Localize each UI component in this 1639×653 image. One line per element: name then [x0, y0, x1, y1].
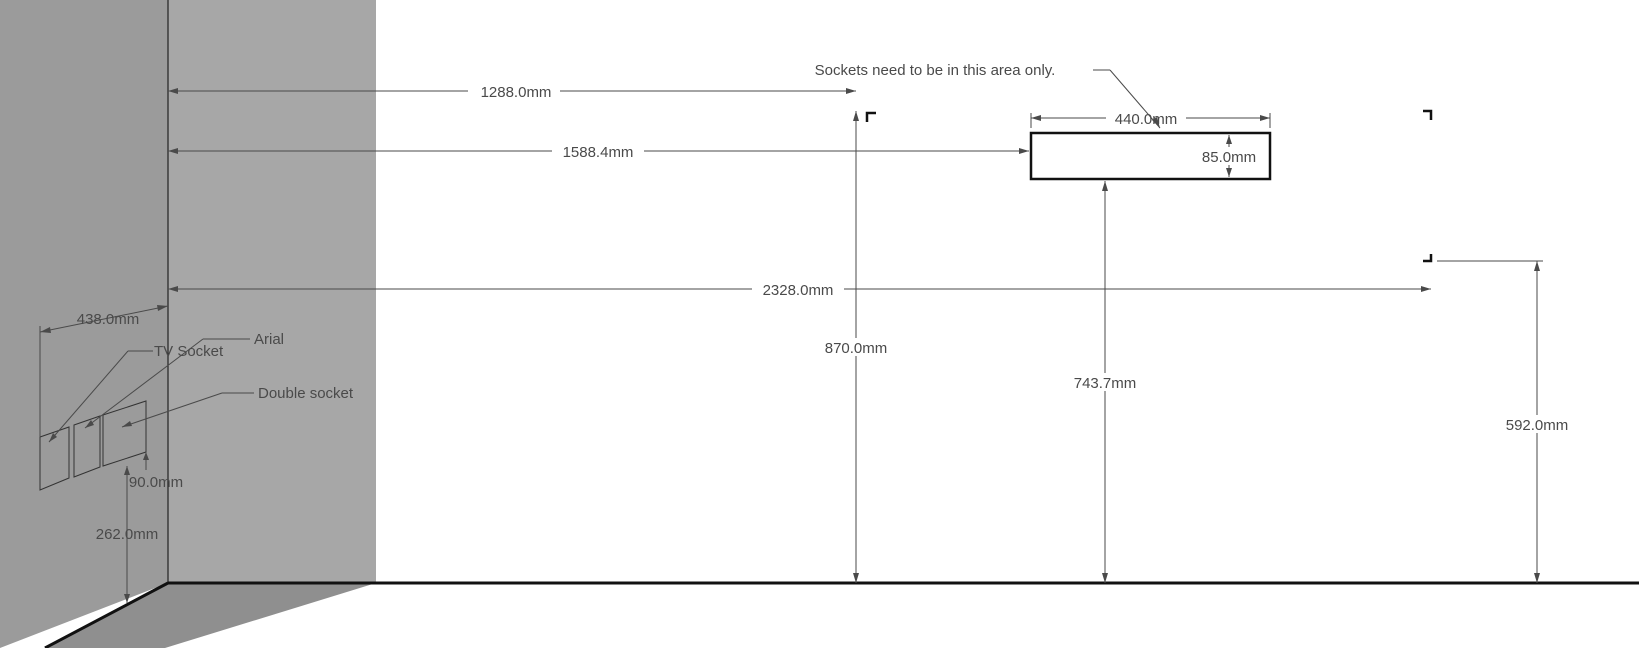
floor-shadow	[45, 583, 376, 648]
double-socket-label: Double socket	[258, 385, 354, 402]
area-corner-brackets	[865, 109, 1433, 263]
dimension-743: 743.7mm	[1067, 181, 1143, 583]
tv-socket-label: TV Socket	[154, 343, 224, 360]
dimension-440: 440.0mm	[1030, 109, 1271, 128]
dimension-1288: 1288.0mm	[168, 82, 856, 101]
dimension-85: 85.0mm	[1196, 135, 1262, 177]
dimension-label-262: 262.0mm	[96, 526, 159, 543]
bracket-top-left	[865, 111, 876, 122]
dimension-1588: 1588.4mm	[168, 142, 1029, 161]
dimension-592: 592.0mm	[1437, 260, 1575, 583]
aerial-label: Arial	[254, 331, 284, 348]
dimension-label-592: 592.0mm	[1506, 417, 1569, 434]
dimension-label-870: 870.0mm	[825, 340, 888, 357]
dimension-2328: 2328.0mm	[168, 280, 1431, 299]
side-wall-left-face	[0, 0, 168, 648]
bracket-top-right	[1423, 109, 1433, 120]
dimension-label-440: 440.0mm	[1115, 111, 1178, 128]
dimension-90: 90.0mm	[129, 452, 183, 491]
leader-aerial: Arial	[84, 331, 284, 429]
leader-double-socket: Double socket	[121, 385, 354, 428]
leader-tv-socket: TV Socket	[48, 343, 224, 443]
side-wall-front-face	[168, 0, 376, 583]
dimension-label-1288: 1288.0mm	[481, 84, 552, 101]
sockets-area-note: Sockets need to be in this area only.	[815, 62, 1056, 79]
dimension-870: 870.0mm	[818, 111, 894, 583]
dimension-262: 262.0mm	[96, 466, 159, 603]
floor-corner-line	[44, 581, 169, 650]
bracket-bottom-right	[1423, 254, 1433, 263]
dimension-438: 438.0mm	[39, 305, 169, 437]
dimension-label-1588: 1588.4mm	[563, 144, 634, 161]
dimension-label-438: 438.0mm	[77, 311, 140, 328]
dimension-label-90: 90.0mm	[129, 474, 183, 491]
dimension-label-85: 85.0mm	[1202, 149, 1256, 166]
leader-sockets-area: Sockets need to be in this area only.	[815, 62, 1161, 129]
dimension-label-2328: 2328.0mm	[763, 282, 834, 299]
dimension-label-743: 743.7mm	[1074, 375, 1137, 392]
aerial-socket-plate	[73, 415, 101, 478]
side-wall	[0, 0, 376, 648]
